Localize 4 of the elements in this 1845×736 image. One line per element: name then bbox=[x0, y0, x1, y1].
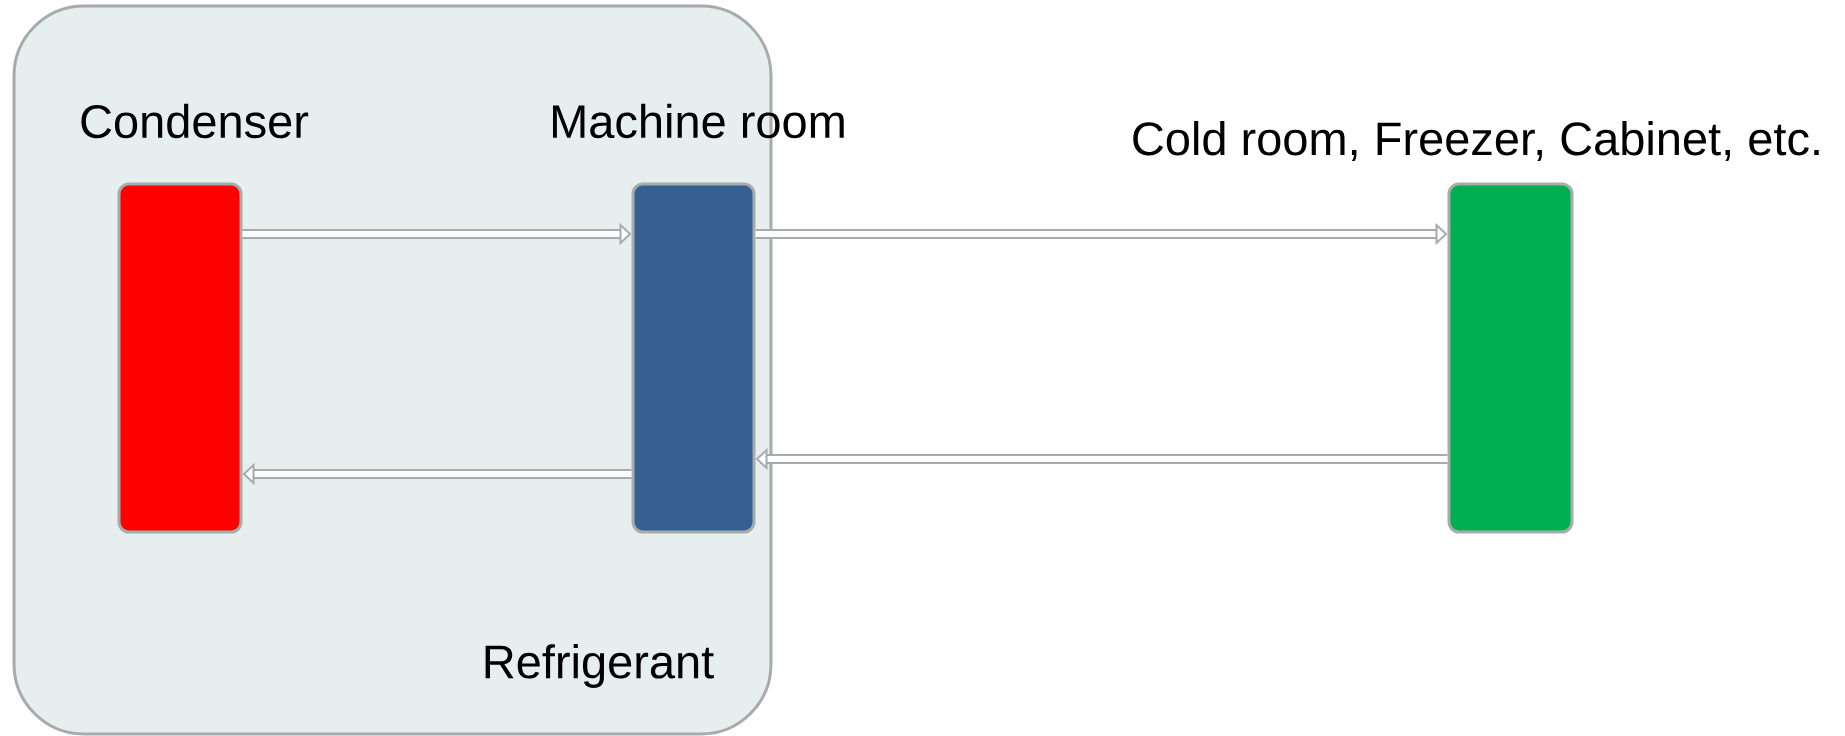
node-label: Condenser bbox=[81, 103, 309, 139]
node-label: Machine room bbox=[553, 103, 844, 139]
node-label: Cold room, Freezer, Cabinet, etc. bbox=[1133, 120, 1819, 162]
node-label: Refrigerant bbox=[485, 644, 714, 688]
